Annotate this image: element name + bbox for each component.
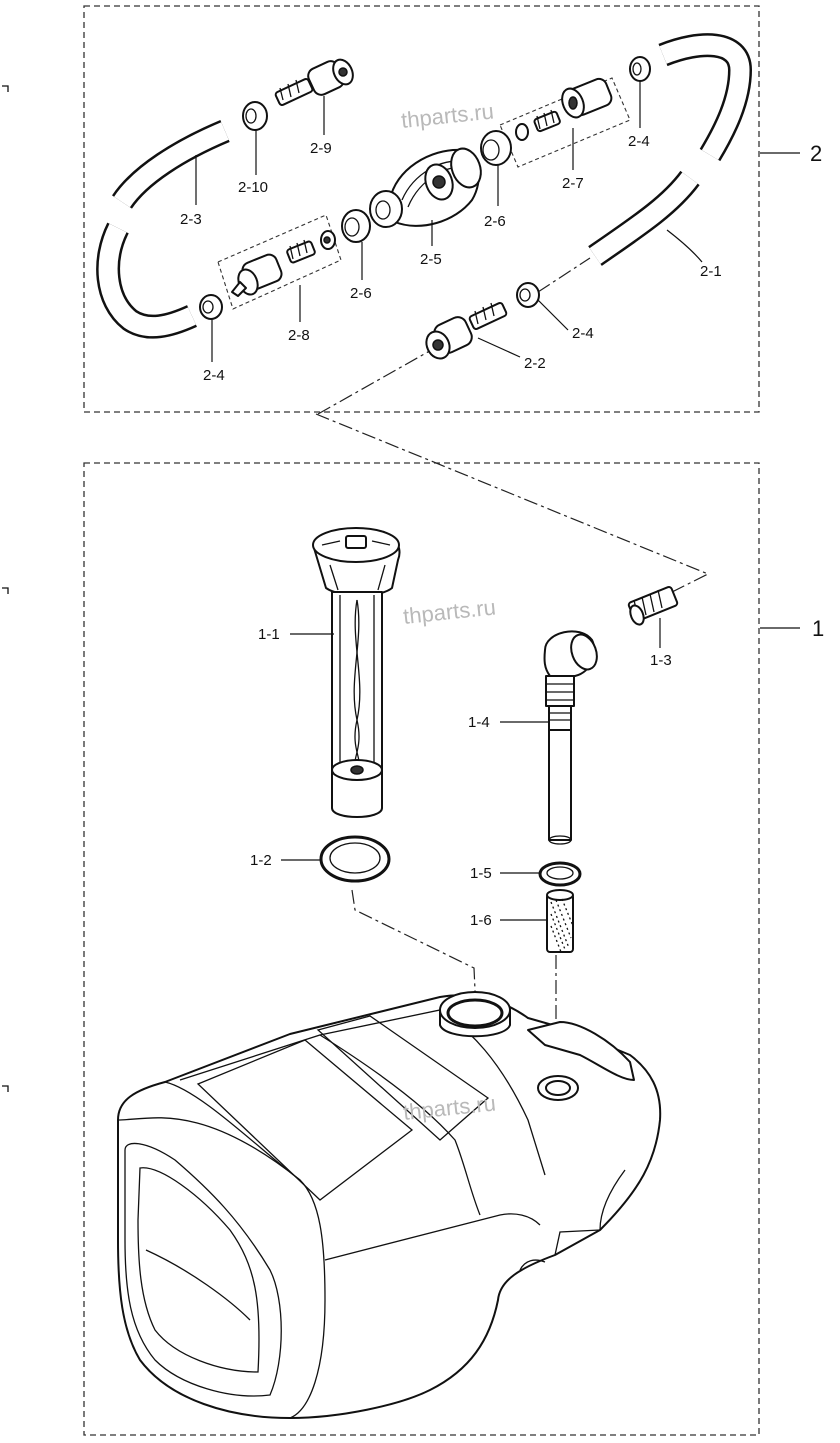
label-2-9: 2-9 — [310, 140, 332, 157]
part-1-2-gasket — [319, 835, 391, 883]
part-2-6-fitting-right — [480, 130, 512, 166]
part-1-3-fitting — [627, 586, 679, 626]
watermark-middle: thparts.ru — [402, 594, 497, 629]
label-1-2: 1-2 — [250, 852, 272, 869]
tank-group-leaders — [281, 618, 661, 921]
label-2-7: 2-7 — [562, 175, 584, 192]
part-1-6-filter — [546, 889, 574, 953]
hose-group-leaders — [195, 81, 703, 362]
crop-marks — [2, 85, 9, 1092]
part-2-4-clamp-top — [629, 56, 651, 82]
part-2-3-hose — [96, 119, 230, 339]
part-2-2-connector — [425, 302, 508, 360]
label-2-2: 2-2 — [524, 355, 546, 372]
label-1-4: 1-4 — [468, 714, 490, 731]
watermark-top: thparts.ru — [400, 98, 495, 133]
part-2-8-subframe — [217, 214, 342, 310]
part-2-9-connector — [274, 58, 354, 106]
label-2-1: 2-1 — [700, 263, 722, 280]
part-2-1-hose — [588, 33, 752, 266]
part-2-6-fitting-left — [341, 209, 371, 243]
part-1-1-fuel-gauge — [312, 527, 401, 818]
part-1-4-pickup-tube — [543, 630, 598, 845]
label-2-4-top: 2-4 — [628, 133, 650, 150]
label-1-3: 1-3 — [650, 652, 672, 669]
label-2-4-left: 2-4 — [203, 367, 225, 384]
label-1-5: 1-5 — [470, 865, 492, 882]
label-2-6-right: 2-6 — [484, 213, 506, 230]
part-2-7-connector — [515, 77, 613, 141]
group-2-label: 2 — [810, 141, 822, 166]
label-2-8: 2-8 — [288, 327, 310, 344]
label-2-4-right: 2-4 — [572, 325, 594, 342]
label-1-1: 1-1 — [258, 626, 280, 643]
part-2-8-connector — [231, 230, 336, 297]
fuel-tank — [117, 991, 662, 1419]
label-2-5: 2-5 — [420, 251, 442, 268]
part-2-5-primer-bulb — [369, 147, 482, 228]
part-2-4-clamp-right — [516, 282, 540, 308]
group-1-label: 1 — [812, 616, 824, 641]
part-2-4-clamp-left — [199, 294, 223, 320]
label-1-6: 1-6 — [470, 912, 492, 929]
label-2-10: 2-10 — [238, 179, 268, 196]
tank-assembly-frame — [83, 462, 760, 1436]
part-1-5-oring — [538, 861, 582, 887]
label-2-3: 2-3 — [180, 211, 202, 228]
part-2-10-clamp — [242, 101, 268, 131]
label-2-6-left: 2-6 — [350, 285, 372, 302]
